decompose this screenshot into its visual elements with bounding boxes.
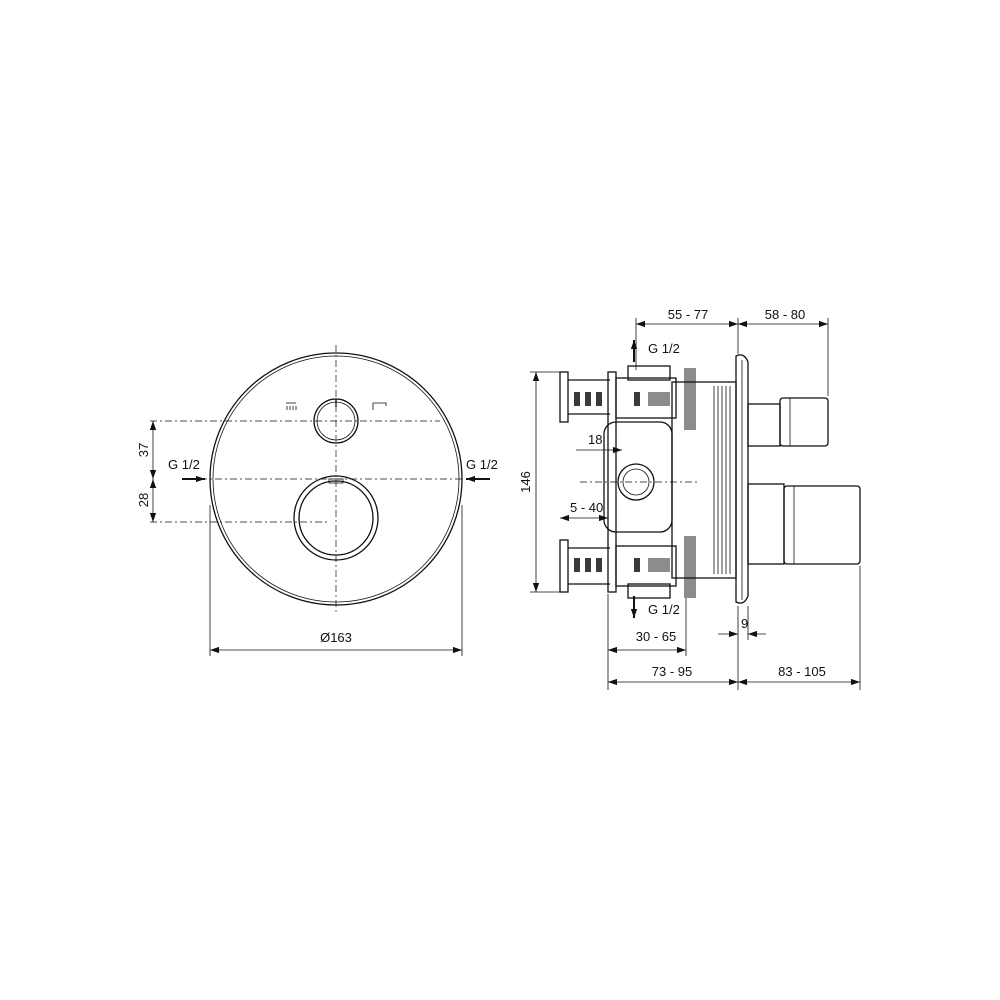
thermostat-knob-inner — [298, 480, 374, 556]
lower-nut — [627, 583, 671, 599]
bottom-outlet-label: G 1/2 — [648, 602, 680, 617]
dim-58-80-label: 58 - 80 — [765, 307, 805, 322]
dim-28-label: 28 — [136, 493, 151, 507]
thermostat-handle — [783, 485, 861, 565]
diverter-handle-stem — [747, 403, 781, 447]
upper-rail — [559, 371, 569, 423]
diameter-label: Ø163 — [320, 630, 352, 645]
shower-head-icon — [286, 402, 297, 410]
diverter-handle — [779, 397, 829, 447]
dim-55-77-label: 55 - 77 — [668, 307, 708, 322]
upper-connector — [615, 377, 677, 419]
left-inlet-label: G 1/2 — [168, 457, 200, 472]
thermostat-handle-stem — [747, 483, 785, 565]
thermostat-knob-marker — [328, 478, 344, 484]
housing — [671, 381, 737, 579]
front-view: 37 28 G 1/2 G 1/2 Ø163 — [136, 345, 498, 656]
dim-30-65-label: 30 - 65 — [636, 629, 676, 644]
dim-9-label: 9 — [741, 616, 748, 631]
spout-icon — [372, 402, 387, 410]
dim-18-label: 18 — [588, 432, 602, 447]
side-view: G 1/2 G 1/2 146 18 5 - 40 55 - 77 58 - 8… — [518, 307, 861, 690]
dim-83-105-label: 83 - 105 — [778, 664, 826, 679]
height-label: 146 — [518, 471, 533, 493]
lower-rail — [559, 539, 569, 593]
housing-thread — [713, 386, 731, 574]
lower-connector — [615, 545, 677, 587]
valve-port — [617, 463, 655, 501]
wall-plate — [735, 354, 749, 604]
dim-73-95-label: 73 - 95 — [652, 664, 692, 679]
dim-37-label: 37 — [136, 443, 151, 457]
top-outlet-label: G 1/2 — [648, 341, 680, 356]
thermostat-knob — [293, 475, 379, 561]
right-inlet-label: G 1/2 — [466, 457, 498, 472]
valve-body — [603, 421, 673, 533]
dim-5-40-label: 5 - 40 — [570, 500, 603, 515]
upper-nut — [627, 365, 671, 381]
